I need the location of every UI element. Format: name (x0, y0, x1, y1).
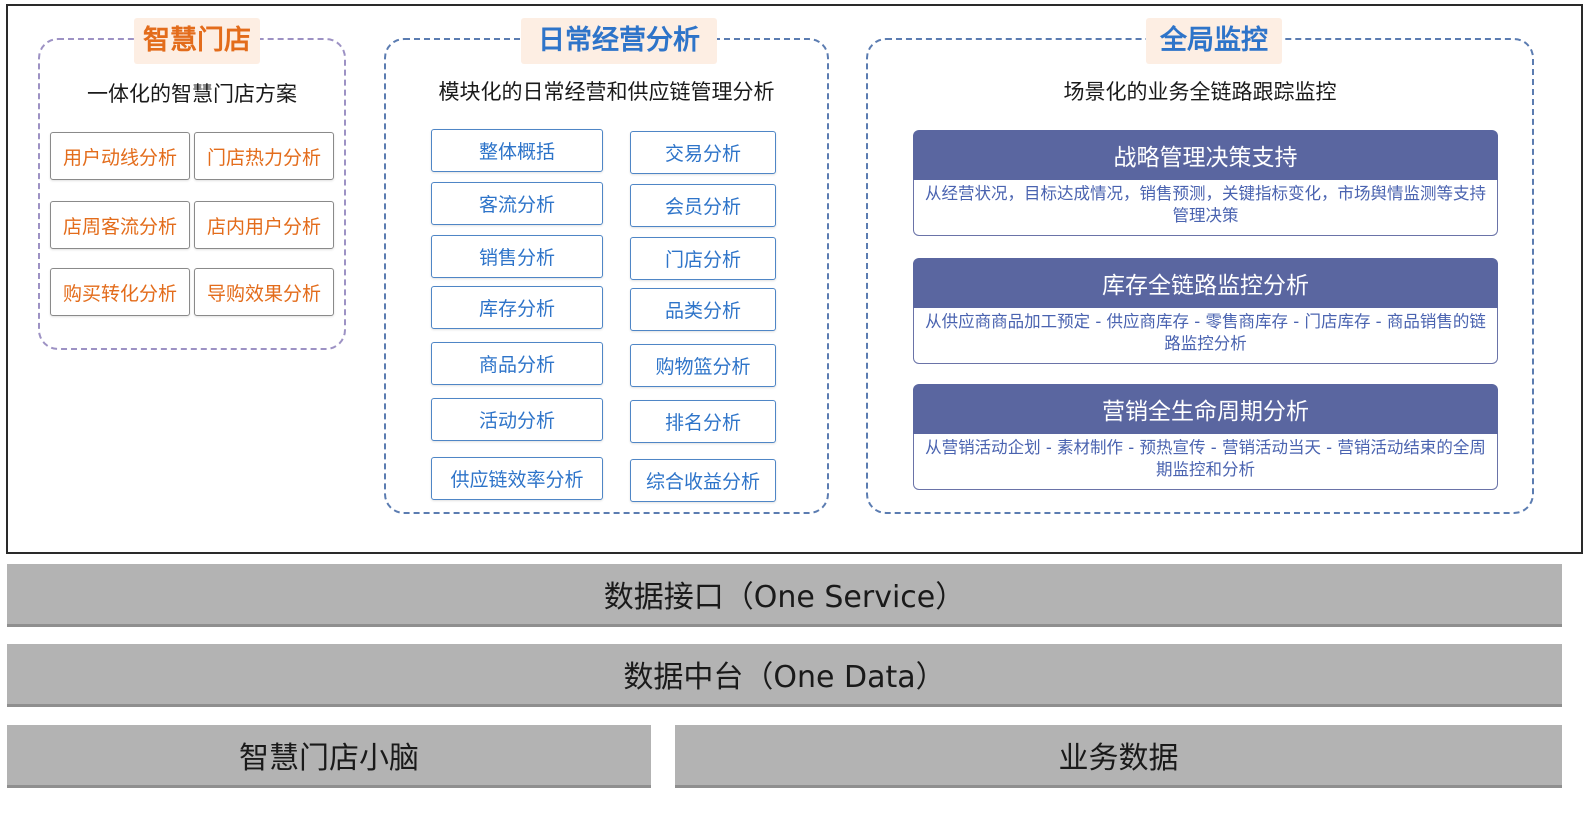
daily-ops-item[interactable]: 商品分析 (431, 342, 603, 385)
global-monitor-subtitle: 场景化的业务全链路跟踪监控 (1063, 80, 1337, 104)
smart-store-tag: 智慧门店 (134, 18, 260, 64)
one-service-layer: 数据接口（One Service） (7, 564, 1562, 627)
daily-ops-item[interactable]: 活动分析 (431, 398, 603, 441)
daily-ops-item[interactable]: 会员分析 (630, 184, 776, 227)
daily-ops-item[interactable]: 供应链效率分析 (431, 457, 603, 500)
daily-ops-subtitle: 模块化的日常经营和供应链管理分析 (438, 80, 775, 104)
smart-store-panel: 智慧门店 一体化的智慧门店方案 用户动线分析 门店热力分析 店周客流分析 店内用… (38, 18, 346, 350)
smart-store-item[interactable]: 门店热力分析 (194, 132, 334, 180)
daily-ops-item[interactable]: 排名分析 (630, 400, 776, 443)
smart-store-item[interactable]: 导购效果分析 (194, 268, 334, 316)
smart-store-item[interactable]: 用户动线分析 (50, 132, 190, 180)
strategy-card: 战略管理决策支持 从经营状况，目标达成情况，销售预测，关键指标变化，市场舆情监测… (913, 130, 1498, 236)
daily-ops-item[interactable]: 品类分析 (630, 288, 776, 331)
global-monitor-tag: 全局监控 (1146, 18, 1282, 64)
smart-store-brain-layer: 智慧门店小脑 (7, 725, 651, 788)
daily-ops-item[interactable]: 销售分析 (431, 235, 603, 278)
card-desc: 从经营状况，目标达成情况，销售预测，关键指标变化，市场舆情监测等支持管理决策 (913, 180, 1498, 236)
marketing-card: 营销全生命周期分析 从营销活动企划 - 素材制作 - 预热宣传 - 营销活动当天… (913, 384, 1498, 490)
one-data-layer: 数据中台（One Data） (7, 644, 1562, 707)
smart-store-item[interactable]: 店周客流分析 (50, 201, 190, 249)
card-title[interactable]: 战略管理决策支持 (913, 130, 1498, 180)
daily-ops-item[interactable]: 门店分析 (630, 237, 776, 280)
business-data-layer: 业务数据 (675, 725, 1562, 788)
smart-store-subtitle: 一体化的智慧门店方案 (87, 82, 297, 106)
card-desc: 从营销活动企划 - 素材制作 - 预热宣传 - 营销活动当天 - 营销活动结束的… (913, 434, 1498, 490)
smart-store-item[interactable]: 店内用户分析 (194, 201, 334, 249)
card-desc: 从供应商商品加工预定 - 供应商库存 - 零售商库存 - 门店库存 - 商品销售… (913, 308, 1498, 364)
card-title[interactable]: 库存全链路监控分析 (913, 258, 1498, 308)
daily-ops-item[interactable]: 库存分析 (431, 286, 603, 329)
card-title[interactable]: 营销全生命周期分析 (913, 384, 1498, 434)
smart-store-item[interactable]: 购买转化分析 (50, 268, 190, 316)
daily-ops-item[interactable]: 综合收益分析 (630, 459, 776, 502)
daily-ops-tag: 日常经营分析 (521, 18, 717, 64)
daily-ops-item[interactable]: 整体概括 (431, 129, 603, 172)
daily-ops-item[interactable]: 客流分析 (431, 182, 603, 225)
global-monitor-panel: 全局监控 场景化的业务全链路跟踪监控 战略管理决策支持 从经营状况，目标达成情况… (866, 18, 1534, 514)
daily-ops-panel: 日常经营分析 模块化的日常经营和供应链管理分析 整体概括 客流分析 销售分析 库… (384, 18, 829, 514)
daily-ops-item[interactable]: 购物篮分析 (630, 344, 776, 387)
inventory-card: 库存全链路监控分析 从供应商商品加工预定 - 供应商库存 - 零售商库存 - 门… (913, 258, 1498, 364)
daily-ops-item[interactable]: 交易分析 (630, 131, 776, 174)
